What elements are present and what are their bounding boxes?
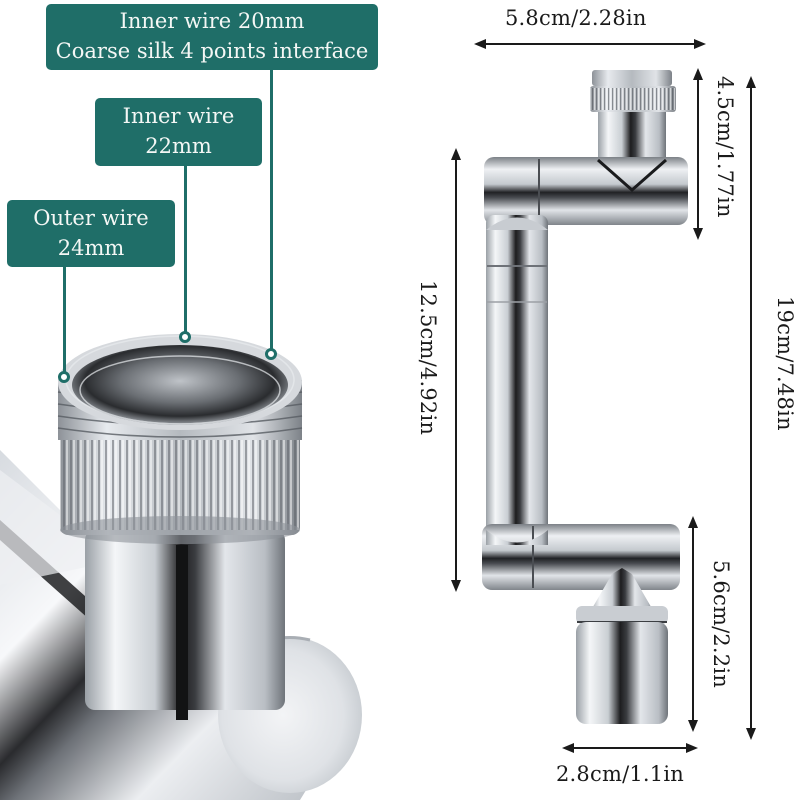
callout-outer-wire-24mm: Outer wire 24mm [7,200,175,267]
dimension-top-height: 4.5cm/1.77in [713,76,737,218]
dimension-arrows [451,39,756,753]
inner-bore [72,345,288,425]
callout-line-2: 22mm [145,134,212,158]
callout-inner-wire-22mm: Inner wire 22mm [95,98,262,166]
callout-line-1: Outer wire [33,206,149,230]
callout-line-2: Coarse silk 4 points interface [55,39,369,63]
callout-dot-inner-22 [179,331,191,343]
dimension-bottom-width: 2.8cm/1.1in [556,762,684,786]
callout-line-2: 24mm [57,236,125,260]
top-arm [484,157,688,225]
callout-line-1: Inner wire 20mm [119,9,305,33]
outlet-nozzle [576,622,668,724]
dimension-bottom-height: 5.6cm/2.2in [709,560,733,688]
bottom-arm [482,524,680,590]
callout-line-1: Inner wire [122,104,235,128]
dimension-total-height: 19cm/7.48in [773,296,797,431]
closeup-faucet-body [0,334,362,800]
vertical-arm [486,215,548,545]
callout-inner-wire-20mm: Inner wire 20mm Coarse silk 4 points int… [46,4,378,70]
dimension-top-width: 5.8cm/2.28in [505,6,647,30]
callout-leaders [63,66,273,375]
dimension-arm-length: 12.5cm/4.92in [416,280,440,436]
swivel-extender [482,70,688,724]
callout-dot-outer-24 [58,371,70,383]
callout-dot-inner-20 [265,348,277,360]
